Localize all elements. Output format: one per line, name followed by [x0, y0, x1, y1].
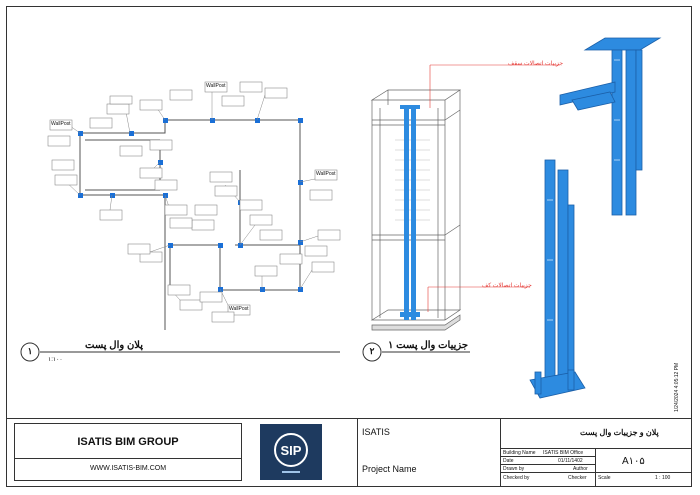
wall-post-tag: WallPost — [51, 121, 71, 127]
wall-post-tag: WallPost — [316, 171, 336, 177]
drawn-by-label: Drawn by — [503, 466, 525, 472]
company-logo: SIP — [260, 424, 322, 480]
sheet-border — [6, 6, 692, 487]
ceiling-connection-label: جزییات اتصالات سقف — [508, 61, 564, 67]
checked-by-label: Checked by — [503, 475, 530, 481]
checked-by-value: Checker — [568, 475, 587, 481]
print-timestamp: 1/24/2024 4:05:12 PM — [674, 362, 680, 412]
sheet-title: پلان و جزییات وال پست — [580, 428, 659, 437]
wall-post-tag: WallPost — [206, 83, 226, 89]
client-name: ISATIS — [362, 427, 390, 437]
wall-post-tag: WallPost — [229, 306, 249, 312]
project-name: Project Name — [362, 464, 417, 474]
date-value: 01/11/1402 — [558, 458, 583, 464]
floor-connection-label: جزییات اتصالات کف — [482, 283, 532, 289]
company-website: WWW.ISATIS-BIM.COM — [89, 465, 167, 472]
date-label: Date — [503, 458, 514, 464]
building-name-label: Building Name — [503, 450, 536, 456]
view-title: پلان وال پست — [85, 340, 144, 351]
building-name-value: ISATIS BIM Office — [543, 450, 584, 456]
company-name: ISATIS BIM GROUP — [77, 436, 179, 448]
scale-label: Scale — [598, 475, 611, 481]
view-scale: ۱:۱۰۰ — [48, 357, 63, 363]
view-number: ۱ — [27, 346, 33, 356]
svg-text:SIP: SIP — [281, 443, 302, 458]
drawn-by-value: Author — [573, 466, 588, 472]
sheet-number: A۱۰۵ — [622, 456, 645, 467]
company-box — [14, 423, 242, 481]
view-title: جزییات وال پست ۱ — [388, 340, 469, 351]
titleblock-top-border — [6, 418, 692, 419]
view-number: ۲ — [369, 346, 375, 356]
scale-value: 1 : 100 — [655, 475, 671, 481]
